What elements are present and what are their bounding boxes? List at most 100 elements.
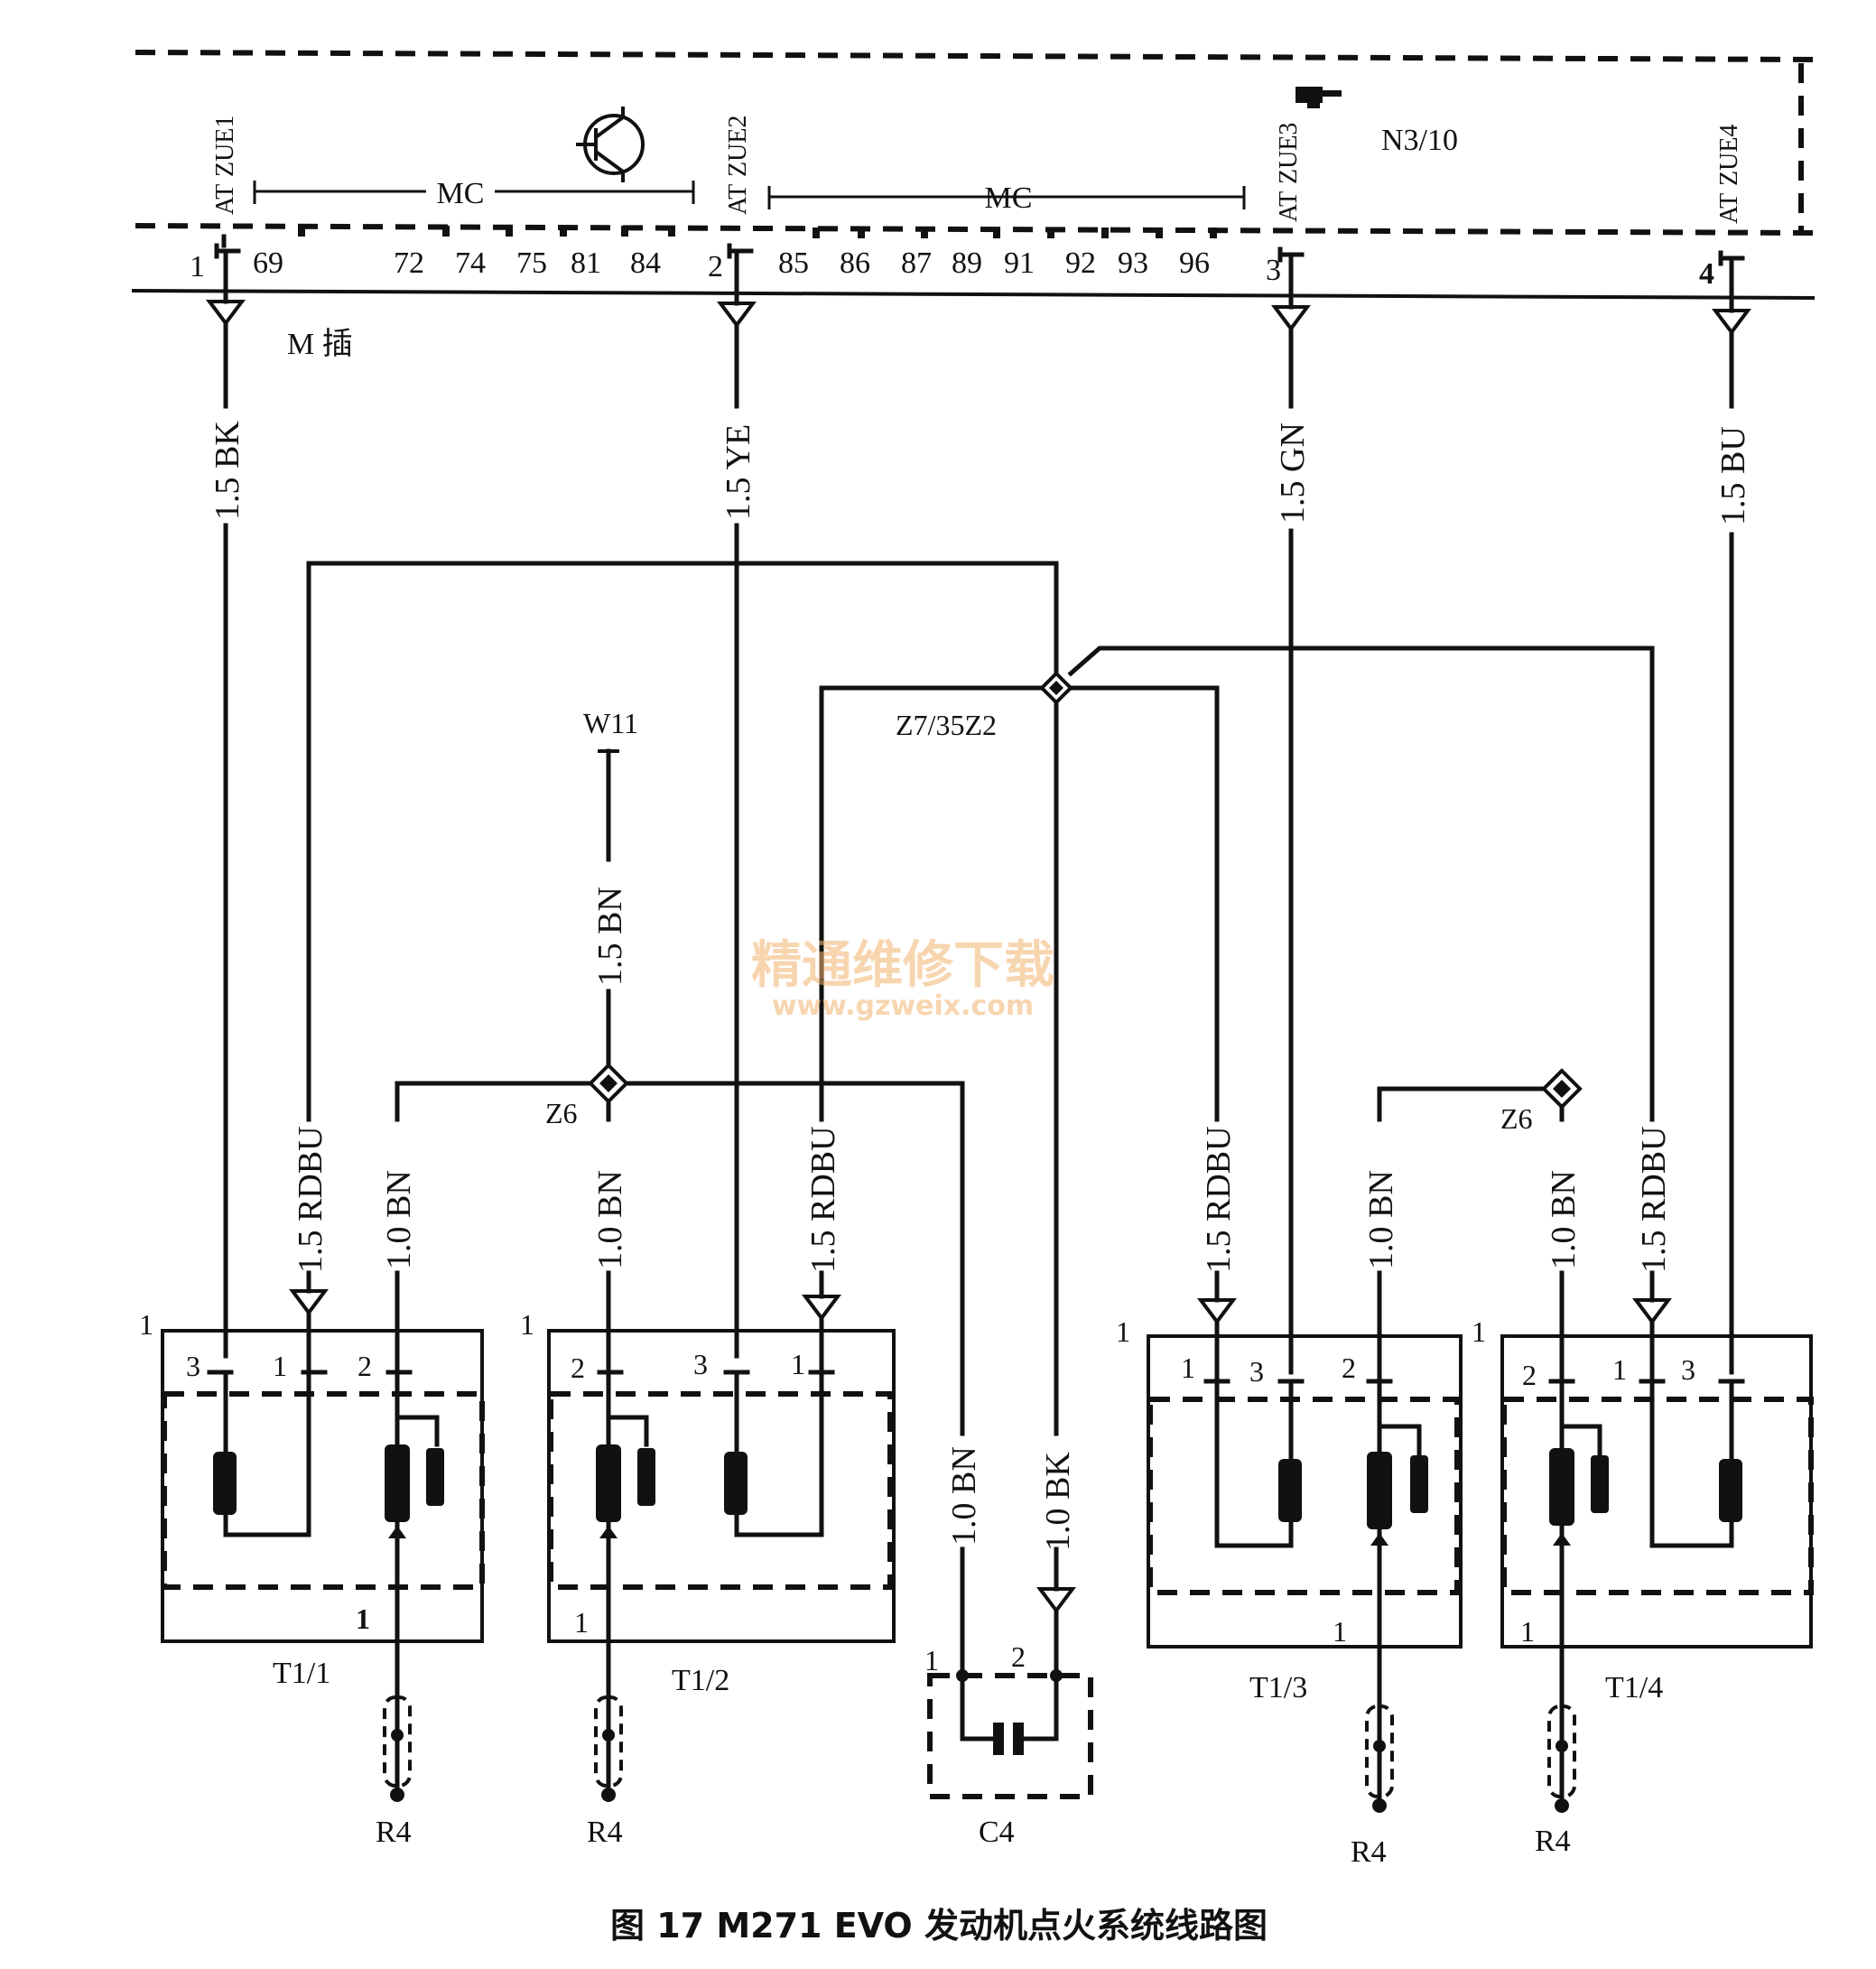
coil-t1-4: 1.0 BN 1.5 RDBU 1 2 1 3 1 T1/4	[1472, 1126, 1814, 1704]
z6-label-2: Z6	[1500, 1102, 1533, 1135]
ecu-pin-72: 72	[394, 246, 424, 280]
connector-label: M 插	[287, 327, 353, 361]
wire-label-bu: 1.5 BU	[1714, 426, 1752, 525]
ecu-pin-85: 85	[778, 246, 809, 280]
plug-label: R4	[1535, 1825, 1571, 1858]
coil-pin-2: 2	[1522, 1359, 1537, 1391]
watermark-cn: 精通维修下载	[751, 936, 1054, 995]
plug-label: R4	[1351, 1835, 1387, 1869]
wire-label-bn: 1.0 BN	[1545, 1170, 1583, 1269]
ecu-pin-86: 86	[840, 246, 870, 280]
output-zue-label: ZUE4	[1715, 125, 1743, 186]
wire-label-ye: 1.5 YE	[720, 424, 757, 520]
ecu-n3-10: N3/10 MC MC	[131, 50, 1816, 361]
spark-plug-3: R4	[1351, 1695, 1394, 1869]
coil-pin-1: 1	[273, 1350, 287, 1382]
spark-plug-1: R4	[376, 1686, 412, 1849]
plug-label: R4	[376, 1816, 412, 1849]
ecu-pin-93: 93	[1118, 246, 1148, 280]
capacitor-name: C4	[979, 1816, 1015, 1849]
coil-pin-2: 2	[571, 1351, 585, 1384]
c4-pin-2: 2	[1011, 1640, 1026, 1673]
ecu-output-zue1: AT ZUE1 1 1.5 BK	[190, 116, 246, 1359]
wire-label-w11-bn: 1.5 BN	[591, 887, 629, 986]
wire-label-rdbu: 1.5 RDBU	[1635, 1126, 1673, 1273]
coil-t1-1: 1.5 RDBU 1.0 BN 1 3 1 2 1 T1/1	[139, 1126, 485, 1691]
wire-label-rdbu: 1.5 RDBU	[292, 1126, 330, 1273]
coil-out-pin: 1	[574, 1606, 589, 1639]
coil-connector-label: 1	[1116, 1315, 1130, 1348]
ecu-pin-74: 74	[455, 246, 486, 280]
watermark: 精通维修下载 www.gzweix.com	[751, 936, 1054, 1022]
output-at-label: AT	[1715, 193, 1743, 224]
coil-pin-1: 1	[1181, 1351, 1195, 1384]
wire-label-gn: 1.5 GN	[1274, 423, 1312, 524]
coil-pin-3: 3	[1249, 1355, 1264, 1388]
coil-pin-2: 2	[1342, 1351, 1356, 1384]
coil-pin-3: 3	[1681, 1353, 1695, 1386]
coil-name: T1/2	[672, 1664, 729, 1697]
coil-out-pin: 1	[356, 1602, 370, 1635]
mc-label-1: MC	[437, 177, 485, 210]
ground-z6-right: Z6	[1377, 1068, 1583, 1135]
output-pin-number: 1	[190, 250, 205, 283]
c4-pin-1: 1	[924, 1644, 939, 1676]
wire-label-bn: 1.0 BN	[945, 1446, 983, 1546]
coil-pin-2: 2	[358, 1350, 372, 1382]
ecu-name: N3/10	[1381, 124, 1458, 157]
splice-z7-label: Z7/35Z2	[896, 709, 997, 741]
capacitor-c4: 1.0 BN 1.0 BK 1 2 C4	[924, 1446, 1093, 1849]
ecu-pin-96: 96	[1179, 246, 1210, 280]
coil-out-pin: 1	[1520, 1615, 1535, 1648]
figure-caption: 图 17 M271 EVO 发动机点火系统线路图	[610, 1906, 1268, 1946]
w11-label: W11	[583, 707, 638, 739]
wire-label-bn: 1.0 BN	[1362, 1170, 1400, 1269]
ecu-output-zue4: AT ZUE4 4 1.5 BU	[1699, 125, 1752, 1375]
ecu-pin-92: 92	[1065, 246, 1096, 280]
output-zue-label: ZUE3	[1275, 123, 1303, 184]
ecu-output-zue2: AT ZUE2 2 1.5 YE	[708, 116, 757, 1359]
z6-label-1: Z6	[545, 1097, 578, 1129]
coil-connector-label: 1	[139, 1308, 153, 1341]
coil-pin-3: 3	[186, 1350, 200, 1382]
wire-label-bn: 1.0 BN	[591, 1170, 629, 1269]
output-at-label: AT	[211, 184, 239, 215]
coil-name: T1/4	[1605, 1671, 1663, 1704]
coil-name: T1/1	[273, 1657, 330, 1690]
ecu-pin-69: 69	[253, 246, 283, 280]
wire-label-bk: 1.5 BK	[209, 421, 246, 520]
watermark-url: www.gzweix.com	[772, 990, 1034, 1022]
mc-bracket-1: MC	[253, 177, 695, 210]
spark-plug-4: R4	[1535, 1695, 1576, 1858]
wire-label-bn: 1.0 BN	[380, 1170, 418, 1269]
wire-label-bk: 1.0 BK	[1039, 1452, 1077, 1551]
ecu-pin-ticks	[298, 226, 1217, 238]
coil-name: T1/3	[1249, 1671, 1307, 1704]
ecu-pin-91: 91	[1004, 246, 1035, 280]
coil-pin-1: 1	[1612, 1353, 1627, 1386]
ecu-output-zue3: AT ZUE3 3 1.5 GN	[1266, 123, 1312, 1375]
ecu-pin-84: 84	[630, 246, 661, 280]
ecu-pin-87: 87	[901, 246, 932, 280]
coil-pin-1: 1	[791, 1348, 805, 1380]
wire-label-rdbu: 1.5 RDBU	[1200, 1126, 1238, 1273]
ecu-pin-81: 81	[571, 246, 601, 280]
output-pin-number: 2	[708, 250, 723, 283]
output-pin-number: 3	[1266, 254, 1281, 287]
output-zue-label: ZUE1	[211, 116, 239, 177]
ground-w11-network: W11 1.5 BN Z6	[395, 707, 965, 1436]
pointing-hand-icon	[1296, 87, 1342, 108]
coil-out-pin: 1	[1333, 1615, 1347, 1648]
output-zue-label: ZUE2	[724, 116, 752, 177]
plug-label: R4	[587, 1816, 623, 1849]
spark-plug-2: R4	[587, 1686, 623, 1849]
output-at-label: AT	[724, 184, 752, 215]
transistor-icon	[576, 107, 645, 182]
coil-t1-2: 1.0 BN 1.5 RDBU 1 2 3 1 1 T1/2	[520, 1126, 896, 1697]
mc-bracket-2: MC	[767, 181, 1246, 215]
output-pin-number: 4	[1699, 257, 1714, 291]
ecu-pin-89: 89	[952, 246, 982, 280]
ecu-pin-75: 75	[516, 246, 547, 280]
coil-pin-3: 3	[693, 1348, 708, 1380]
